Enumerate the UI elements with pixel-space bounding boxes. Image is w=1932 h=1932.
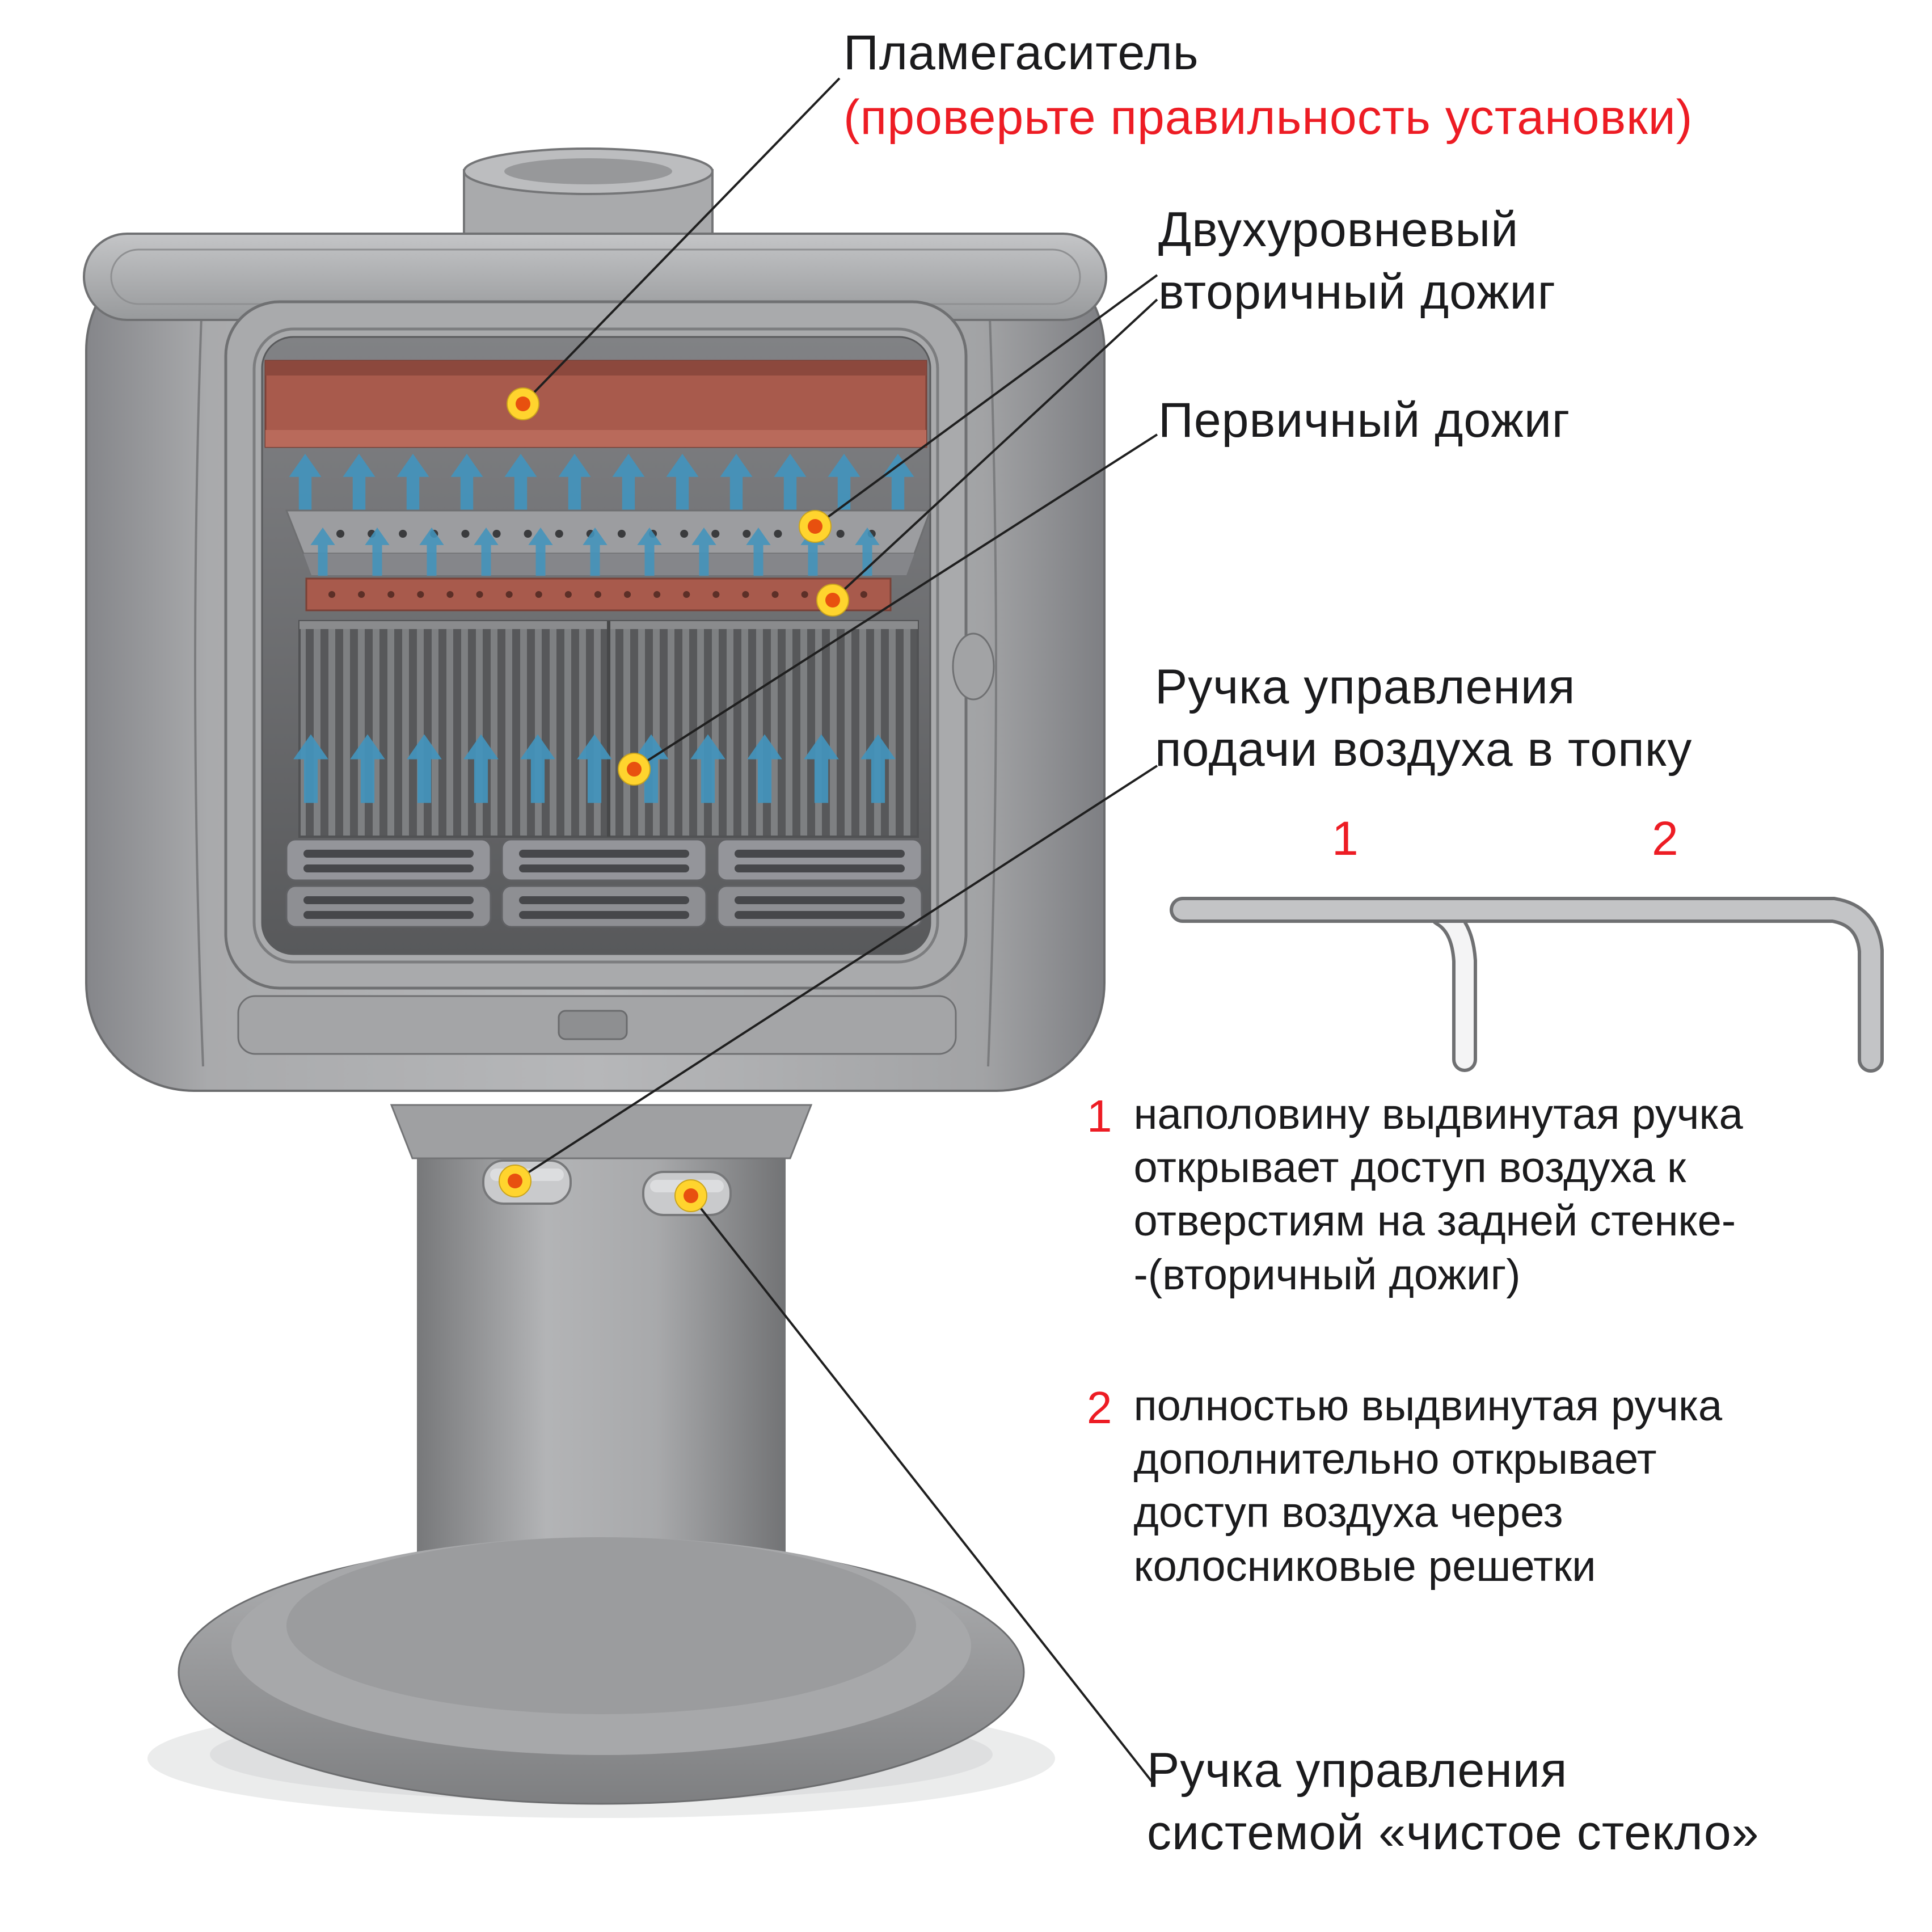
note-1-text: наполовину выдвинутая ручка открывает до… (1134, 1088, 1743, 1302)
louvre-vents (285, 838, 923, 928)
label-flame-arrester-warning: (проверьте правильность установки) (843, 90, 1693, 145)
stove-illustration (83, 147, 1107, 1818)
note-1-line4: -(вторичный дожиг) (1133, 1250, 1521, 1299)
handle-rod (1170, 897, 1884, 1073)
door-latch (952, 632, 995, 701)
note-2-line3: доступ воздуха через (1133, 1488, 1563, 1537)
marker-dots (499, 387, 849, 1212)
note-1-line3: отверстиям на задней стенке- (1133, 1197, 1736, 1246)
leader-air-handle (514, 765, 1158, 1182)
leader-clean-glass (690, 1195, 1153, 1782)
handle-position-number-2: 2 (1652, 812, 1679, 865)
note-position-2: 2 полностью выдвинутая ручка дополнитель… (1087, 1380, 1722, 1593)
leader-secondary-lower (832, 298, 1158, 601)
marker-clean-glass (674, 1179, 707, 1212)
leader-primary (633, 433, 1158, 770)
note-2-line2: дополнительно открывает (1133, 1435, 1657, 1484)
ash-drawer (237, 995, 957, 1055)
marker-primary (618, 753, 651, 786)
label-secondary-afterburn-line2: вторичный дожиг (1158, 265, 1556, 320)
note-1-line1: наполовину выдвинутая ручка (1133, 1090, 1743, 1138)
label-primary-afterburn: Первичный дожиг (1158, 393, 1571, 448)
note-2-line1: полностью выдвинутая ручка (1133, 1382, 1723, 1430)
marker-secondary-lower (816, 584, 849, 617)
grate-ribs (298, 620, 919, 838)
secondary-air-strip (305, 577, 892, 611)
label-clean-glass-line1: Ручка управления (1147, 1743, 1568, 1798)
handle-hook-position-1 (1429, 902, 1477, 1072)
handle-position-number-1: 1 (1332, 812, 1359, 865)
drawer-handle (558, 1010, 628, 1040)
label-clean-glass-line2: системой «чистое стекло» (1147, 1806, 1760, 1861)
marker-secondary-upper (799, 510, 832, 543)
firebox-interior (261, 336, 932, 955)
note-2-line4: колосниковые решетки (1133, 1542, 1596, 1591)
label-air-handle: Ручка управления подачи воздуха в топку (1155, 656, 1692, 781)
note-1-line2: открывает доступ воздуха к (1133, 1144, 1686, 1192)
flame-arrester-plate (264, 360, 927, 448)
body-seam-left (194, 272, 204, 1067)
handle-position-diagram (1170, 897, 1884, 1073)
marker-air-handle (499, 1165, 531, 1197)
label-secondary-afterburn-line1: Двухуровневый (1158, 203, 1519, 257)
note-2-text: полностью выдвинутая ручка дополнительно… (1134, 1380, 1723, 1593)
label-air-handle-line2: подачи воздуха в топку (1155, 722, 1693, 777)
leader-secondary-upper (814, 274, 1158, 528)
label-air-handle-line1: Ручка управления (1155, 660, 1576, 714)
marker-flame-arrester (507, 387, 539, 420)
round-base (178, 1537, 1025, 1805)
note-position-1: 1 наполовину выдвинутая ручка открывает … (1087, 1088, 1743, 1302)
leader-lines (514, 77, 1158, 1782)
label-secondary-afterburn: Двухуровневый вторичный дожиг (1158, 199, 1556, 323)
note-1-number: 1 (1087, 1091, 1112, 1141)
note-2-number: 2 (1087, 1382, 1112, 1433)
leader-flame-arrester (522, 77, 841, 405)
body-seam-right (987, 272, 997, 1067)
label-flame-arrester-title: Пламегаситель (843, 26, 1199, 80)
label-clean-glass-handle: Ручка управления системой «чистое стекло… (1147, 1739, 1759, 1864)
